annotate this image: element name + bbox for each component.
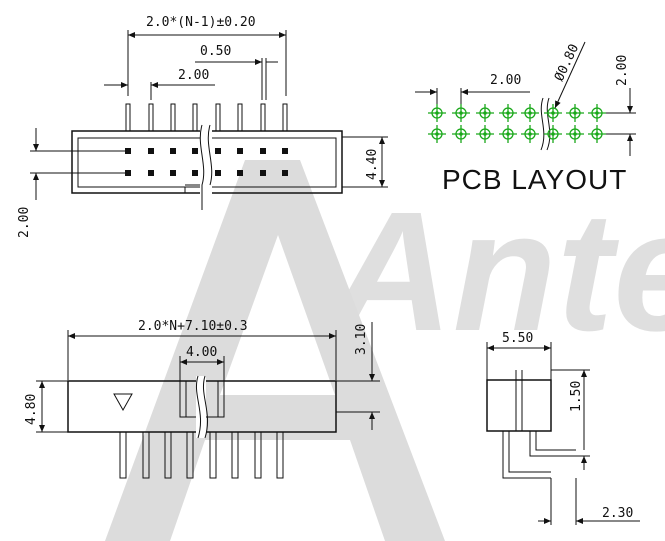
front-height-label: 4.80 bbox=[24, 394, 39, 425]
top-pin-width-label: 0.50 bbox=[200, 44, 231, 59]
front-view: 2.0*N+7.10±0.3 4.00 3.10 4.80 bbox=[24, 319, 380, 479]
top-height-label: 4.40 bbox=[365, 149, 380, 180]
watermark-logo: Ante bbox=[105, 160, 665, 541]
watermark-text: Ante bbox=[326, 177, 665, 367]
pcb-pads-row-2 bbox=[428, 125, 606, 143]
front-top-offset-label: 3.10 bbox=[354, 324, 369, 355]
side-pin-offset-label: 2.30 bbox=[602, 506, 633, 521]
pin1-triangle-icon bbox=[113, 393, 133, 412]
front-overall-label: 2.0*N+7.10±0.3 bbox=[138, 319, 248, 334]
top-pitch-label: 2.00 bbox=[178, 68, 209, 83]
side-width-label: 5.50 bbox=[502, 331, 533, 346]
top-pin-squares bbox=[125, 148, 288, 176]
side-offset-label: 1.50 bbox=[569, 381, 584, 412]
front-pins bbox=[119, 431, 284, 479]
pcb-layout-title: PCB LAYOUT bbox=[442, 164, 627, 195]
pcb-row-pitch-label: 2.00 bbox=[615, 55, 630, 86]
pcb-layout: 2.00 Ø0.80 2.00 bbox=[415, 41, 636, 195]
side-body bbox=[486, 379, 552, 432]
pcb-hole-dia-label: Ø0.80 bbox=[552, 42, 582, 84]
front-key-width-label: 4.00 bbox=[186, 345, 217, 360]
side-view: 5.50 1.50 2.30 bbox=[486, 331, 640, 525]
pcb-pads-row-1 bbox=[428, 104, 606, 122]
pcb-pitch-label: 2.00 bbox=[490, 73, 521, 88]
top-row-pitch-label: 2.00 bbox=[17, 207, 32, 238]
top-view: 2.0*(N-1)±0.20 0.50 2.00 bbox=[17, 15, 388, 238]
top-overall-label: 2.0*(N-1)±0.20 bbox=[146, 15, 256, 30]
